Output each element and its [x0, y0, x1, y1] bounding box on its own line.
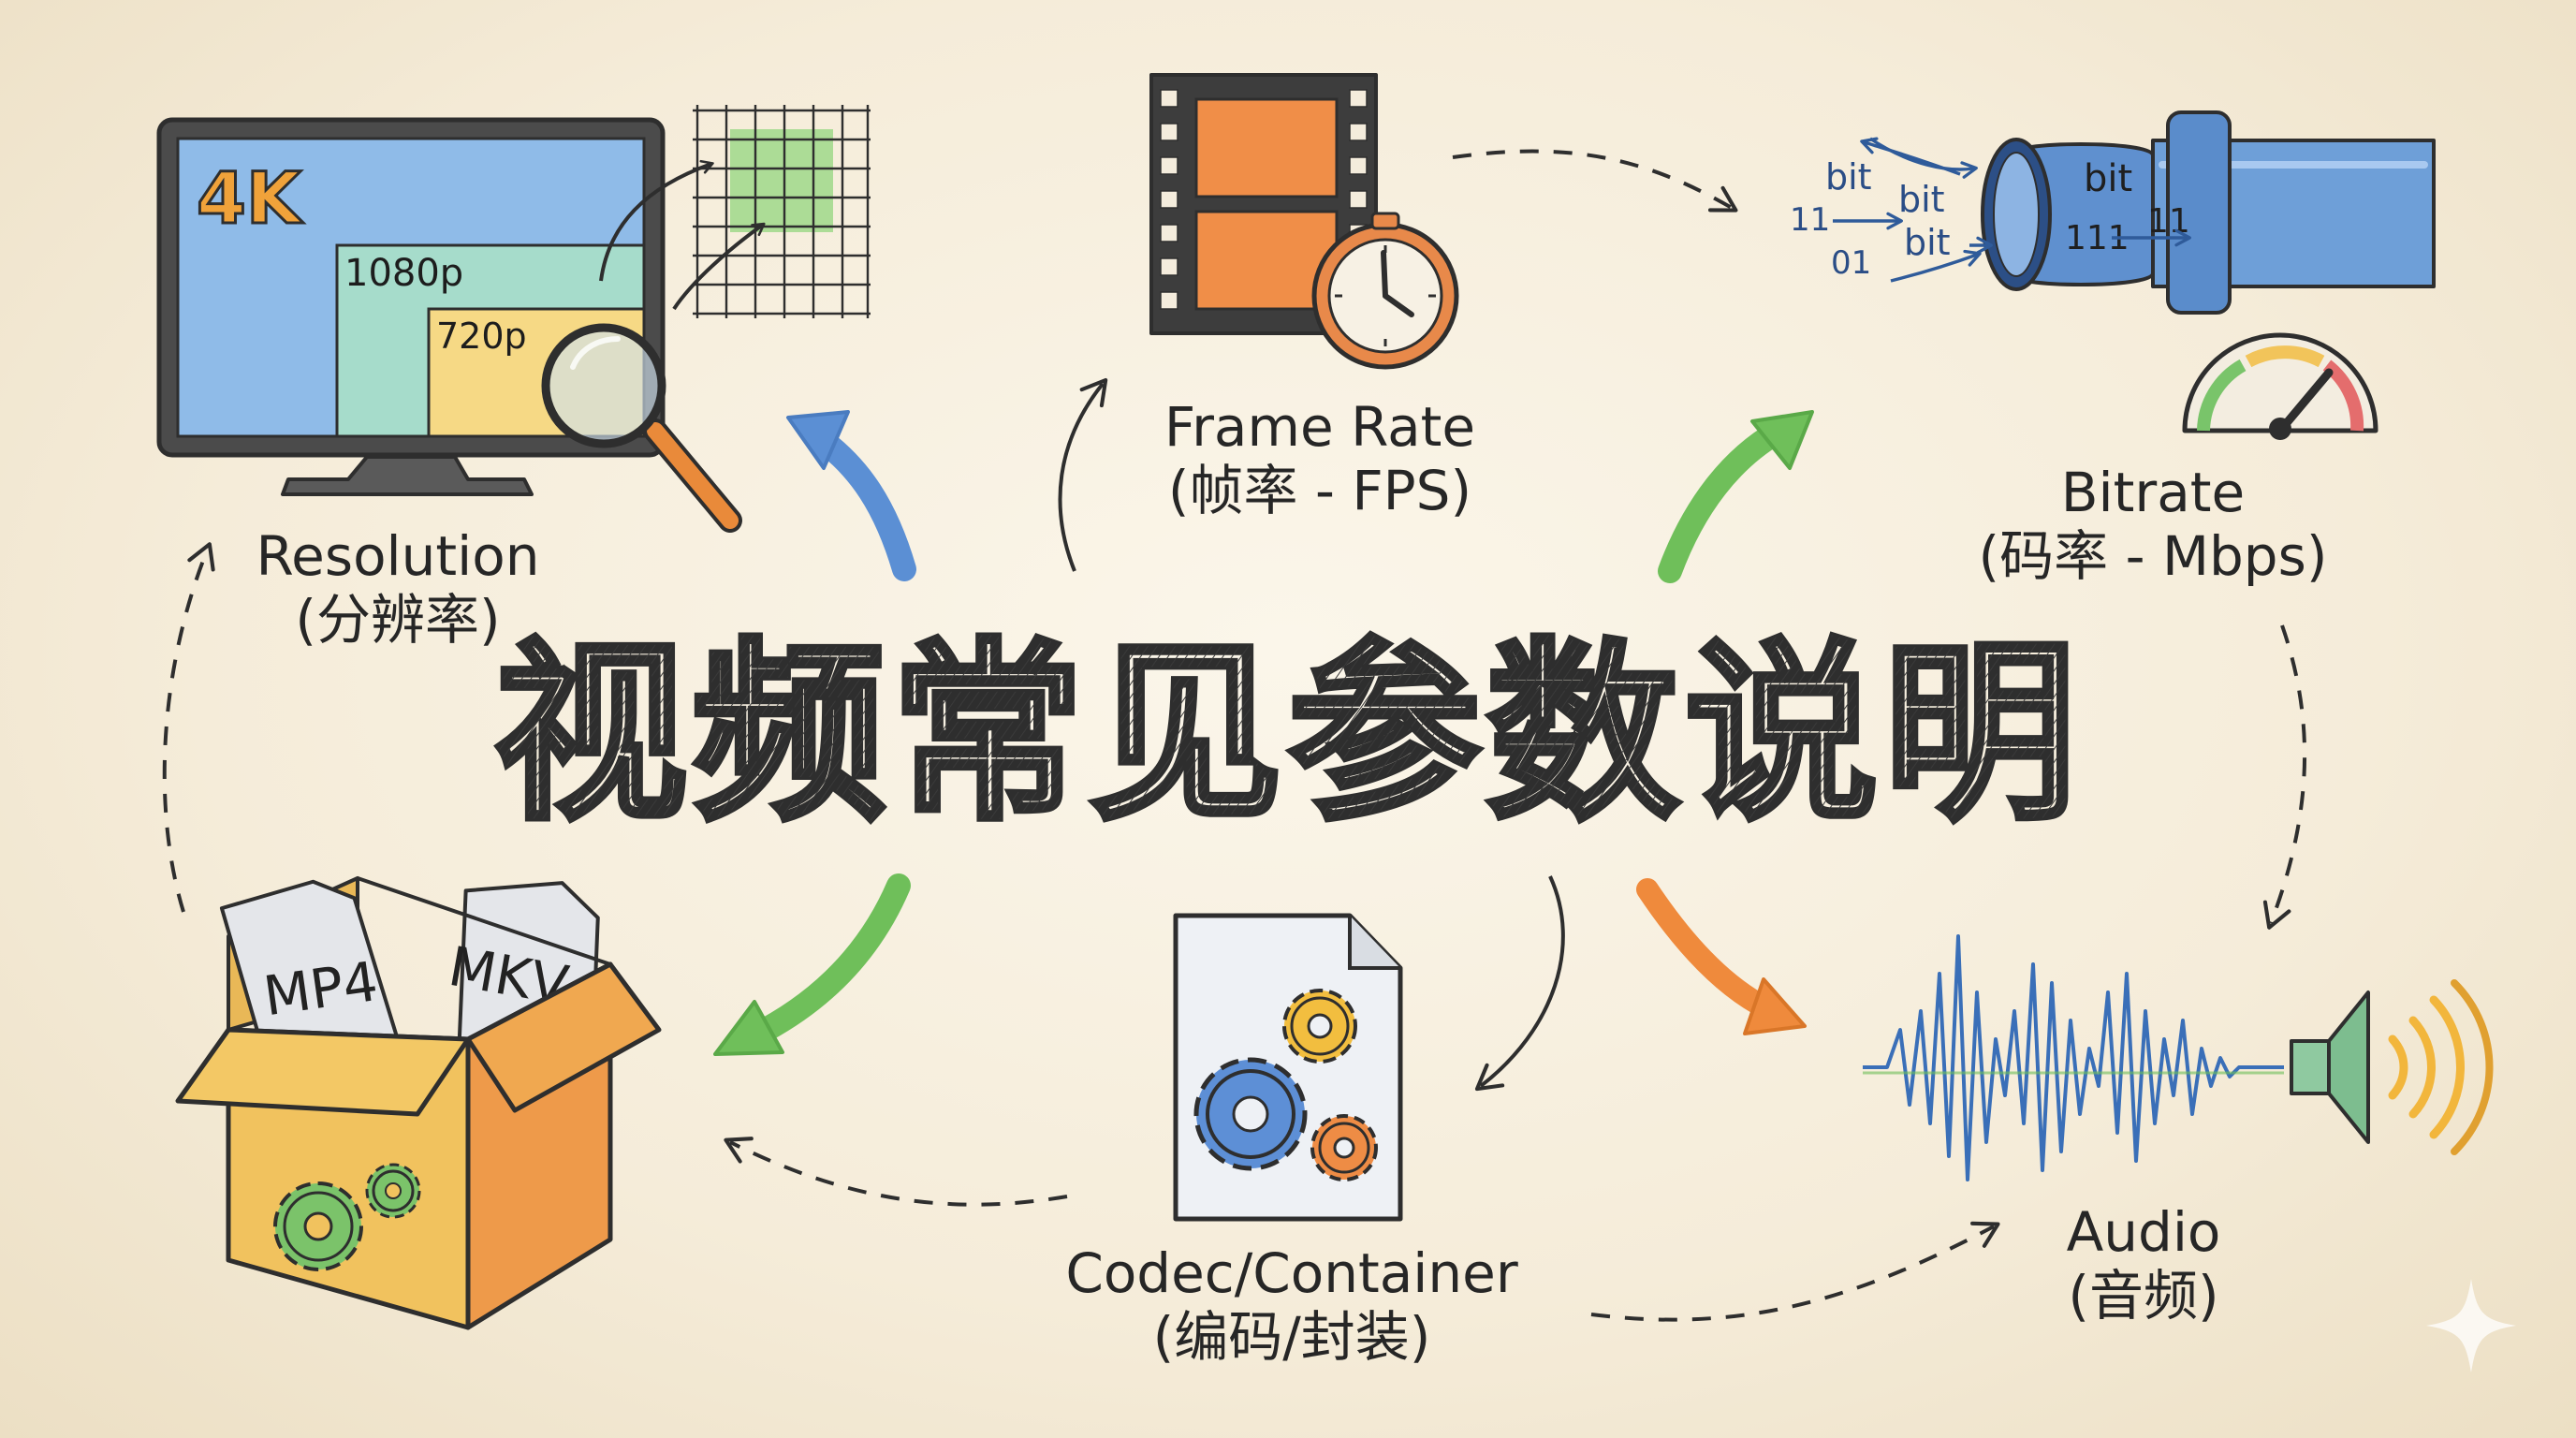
clock-icon [1311, 212, 1459, 370]
orange-arrow [1636, 878, 1807, 1035]
label-frame-rate-zh: (帧率 - FPS) [1167, 459, 1472, 523]
tag-1080p: 1080p [344, 252, 463, 295]
bit-label: bit [1825, 156, 1872, 198]
dashed-cycle [162, 149, 2307, 1322]
label-frame-rate-en: Frame Rate [1164, 395, 1476, 459]
waveform-icon [1863, 934, 2284, 1181]
label-resolution: Resolution (分辨率) [215, 524, 580, 653]
speaker-icon [2290, 979, 2494, 1155]
thin-arrow-codec [1474, 875, 1565, 1092]
main-title: 视频常见参数说明 [494, 622, 2082, 846]
gear-icon [1310, 1114, 1378, 1181]
label-frame-rate: Frame Rate (帧率 - FPS) [1095, 395, 1544, 523]
sparkle-icon [2426, 1279, 2516, 1372]
label-codec-zh: (编码/封装) [1152, 1305, 1431, 1370]
label-codec-en: Codec/Container [1065, 1241, 1518, 1305]
gear-icon [1282, 989, 1357, 1064]
bit-label: 01 [1831, 244, 1871, 282]
gauge-icon [2182, 332, 2378, 440]
thin-arrow-frame-rate [1058, 377, 1108, 572]
tag-4k: 4K [197, 156, 304, 240]
label-resolution-en: Resolution [256, 524, 540, 588]
label-audio: Audio (音频) [1975, 1200, 2312, 1328]
bit-label: bit [1904, 222, 1951, 263]
file-label: MP4 [259, 949, 381, 1028]
bit-label: bit [2084, 157, 2132, 200]
main-title-art: 视频常见参数说明 [491, 619, 2082, 849]
label-bitrate-zh: (码率 - Mbps) [1978, 524, 2328, 589]
codec-document-icon [1173, 913, 1403, 1222]
label-audio-en: Audio [2066, 1200, 2221, 1264]
green-arrow-down [713, 873, 911, 1056]
pipe-icon [1981, 110, 2436, 315]
center-arrows [713, 377, 1814, 1092]
green-arrow-up [1658, 410, 1814, 583]
gear-icon [365, 1163, 421, 1219]
bit-flow-arrows [1833, 137, 2191, 283]
container-box-icon: MP4 MKV [175, 876, 662, 1330]
gear-icon [273, 1181, 363, 1271]
label-audio-zh: (音频) [2068, 1264, 2219, 1328]
label-bitrate: Bitrate (码率 - Mbps) [1947, 461, 2359, 589]
gear-icon [1193, 1057, 1308, 1171]
magnifier-icon [541, 323, 742, 533]
blue-arrow [786, 410, 916, 581]
label-resolution-zh: (分辨率) [295, 588, 501, 653]
tag-720p: 720p [436, 315, 527, 357]
label-codec: Codec/Container (编码/封装) [1030, 1241, 1554, 1370]
bit-label: 11 [2147, 202, 2190, 241]
bit-label: bit [1898, 179, 1945, 220]
pixel-grid-icon [599, 105, 871, 318]
label-bitrate-en: Bitrate [2060, 461, 2246, 524]
bit-stream: bit bit bit 11 01 bit 111 11 [1790, 156, 2190, 282]
bit-label: 11 [1790, 201, 1830, 239]
